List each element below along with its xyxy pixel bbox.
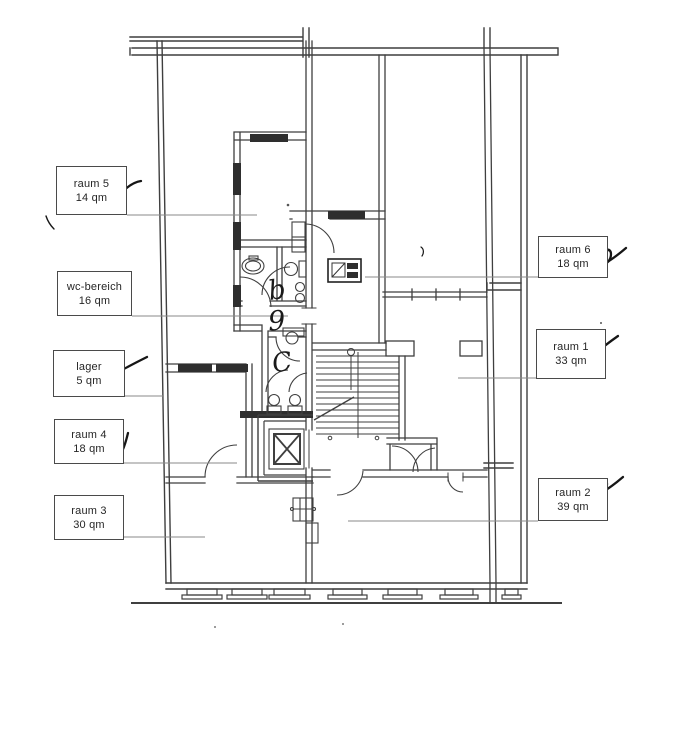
sanitary-fixtures bbox=[241, 255, 307, 415]
label-raum2: raum 2 39 qm bbox=[538, 478, 608, 521]
label-raum3: raum 3 30 qm bbox=[54, 495, 124, 540]
label-raum1: raum 1 33 qm bbox=[536, 329, 606, 379]
toilet-icon bbox=[267, 393, 281, 407]
toilet-icon bbox=[283, 261, 299, 277]
room-area: 30 qm bbox=[73, 518, 105, 531]
room-area: 18 qm bbox=[73, 442, 105, 455]
room-area: 18 qm bbox=[557, 258, 589, 270]
label-raum4: raum 4 18 qm bbox=[54, 419, 124, 464]
label-raum6: raum 6 18 qm bbox=[538, 236, 608, 278]
toilet-icon bbox=[288, 393, 302, 407]
room-area: 14 qm bbox=[75, 191, 108, 204]
electrical-panel-icon bbox=[327, 258, 362, 283]
elevator-x-icon bbox=[273, 433, 301, 465]
handwritten-letter-c: C bbox=[270, 346, 295, 379]
stair-arrow-start bbox=[347, 348, 355, 356]
label-wc-bereich: wc-bereich 16 qm bbox=[57, 271, 132, 316]
exterior-walls bbox=[129, 27, 559, 590]
interior-walls bbox=[165, 40, 497, 603]
handwritten-letter-9: 9 bbox=[267, 305, 286, 337]
label-lager: lager 5 qm bbox=[53, 350, 125, 397]
room-area: 33 qm bbox=[555, 355, 587, 367]
room-area: 39 qm bbox=[557, 500, 589, 513]
door-swings bbox=[204, 221, 464, 496]
stray-pen-mark bbox=[45, 215, 55, 230]
elevator-cab bbox=[273, 433, 301, 465]
urinal-icon bbox=[294, 281, 306, 293]
sink-icon bbox=[285, 331, 299, 345]
room-name: raum 4 bbox=[71, 428, 107, 441]
leader-lines bbox=[124, 214, 538, 538]
scan-specks bbox=[214, 203, 602, 628]
room-name: raum 5 bbox=[73, 177, 110, 190]
handwritten-letters: b 9 C bbox=[266, 274, 294, 380]
staircase bbox=[313, 348, 399, 441]
label-raum5: raum 5 14 qm bbox=[56, 166, 127, 215]
stray-pen-mark bbox=[420, 246, 424, 257]
room-name: wc-bereich bbox=[66, 280, 123, 293]
room-name: raum 2 bbox=[555, 486, 591, 499]
room-area: 16 qm bbox=[78, 294, 111, 307]
room-name: raum 3 bbox=[71, 504, 107, 517]
handwritten-letter-b: b bbox=[266, 274, 287, 307]
sink-icon bbox=[241, 257, 265, 275]
room-name: lager bbox=[76, 360, 102, 373]
radiator bbox=[289, 497, 319, 544]
window-bays bbox=[181, 588, 522, 600]
room-name: raum 1 bbox=[553, 341, 589, 353]
room-area: 5 qm bbox=[76, 374, 102, 387]
room-name: raum 6 bbox=[555, 244, 591, 256]
urinal-icon bbox=[294, 292, 306, 304]
elevator bbox=[257, 414, 313, 482]
